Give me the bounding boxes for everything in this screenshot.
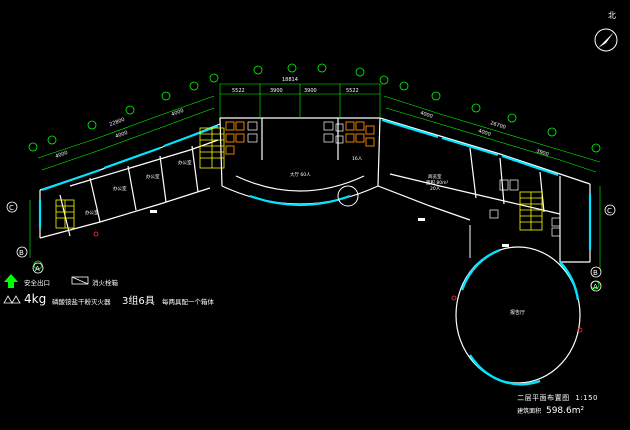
dim-top-seg-1: 5522 xyxy=(232,88,245,94)
room-label-1: 办公室 xyxy=(85,209,99,216)
dim-top-seg-3: 3900 xyxy=(304,88,317,94)
axis-b-left: B xyxy=(19,249,24,257)
legend-extinguisher-note: 每两具配一个箱体 xyxy=(162,298,214,306)
dim-right-seg-3: 3900 xyxy=(535,148,549,158)
dim-left-seg-1: 4000 xyxy=(55,150,69,160)
room-labels: 办公室 办公室 办公室 办公室 大厅 60人 阅览室 面积 80m² 20人 1… xyxy=(85,156,449,216)
dim-left-overall: 22800 xyxy=(109,117,126,128)
axis-bubbles xyxy=(28,63,601,290)
legend-extinguisher-type: 磷酸铵盐干粉灭火器 xyxy=(52,298,111,306)
legend-extinguisher-weight: 4kg xyxy=(24,292,47,306)
room-label-4: 办公室 xyxy=(178,159,192,166)
dim-top-overall: 18814 xyxy=(282,77,298,83)
room-label-study-area: 面积 80m² xyxy=(426,179,449,186)
axis-labels: C B A C B A xyxy=(6,201,616,292)
dimension-texts: 18814 5522 3900 3900 5522 22800 4000 400… xyxy=(55,77,550,160)
dim-right-seg-2: 4000 xyxy=(477,128,491,138)
dim-right-overall: 26700 xyxy=(489,120,506,131)
hydrant-markers xyxy=(150,210,509,247)
drawing-title: 二层平面布置图 xyxy=(517,394,570,402)
exit-arrow-icon xyxy=(4,274,18,288)
dim-top-seg-4: 5522 xyxy=(346,88,359,94)
room-label-16: 16人 xyxy=(352,156,363,162)
dimension-lines xyxy=(29,83,601,270)
north-arrow-icon: 北 xyxy=(594,11,618,52)
area-label: 建筑面积 xyxy=(517,408,542,415)
room-label-study-people: 20人 xyxy=(430,186,441,192)
axis-c-right: C xyxy=(607,207,612,215)
axis-c-left: C xyxy=(9,204,14,212)
area-value: 598.6m² xyxy=(545,406,585,416)
office-furniture xyxy=(247,121,561,237)
room-label-3: 办公室 xyxy=(146,173,160,180)
legend-exit: 安全出口 xyxy=(24,279,50,287)
dim-left-seg-2: 4000 xyxy=(115,130,129,140)
extinguisher-icon xyxy=(3,295,21,304)
axis-b-right: B xyxy=(593,269,598,277)
room-label-round: 报告厅 xyxy=(510,309,525,316)
legend-extinguisher-qty: 3组6具 xyxy=(122,296,155,307)
axis-a-left: A xyxy=(35,265,40,273)
stairs xyxy=(55,127,543,231)
room-label-study: 阅览室 xyxy=(428,173,442,180)
dim-top-seg-2: 3900 xyxy=(270,88,283,94)
round-column xyxy=(337,185,359,207)
drawing-scale: 1:150 xyxy=(575,394,598,402)
drawing-area-row: 建筑面积 598.6m² xyxy=(517,406,598,416)
dim-right-seg-1: 4000 xyxy=(419,110,433,120)
title-block: 二层平面布置图 1:150 建筑面积 598.6m² xyxy=(517,393,598,416)
round-hall: 报告厅 xyxy=(455,225,581,386)
extinguisher-markers xyxy=(93,231,583,333)
desks xyxy=(225,121,375,155)
walls xyxy=(39,117,591,263)
windows xyxy=(38,118,592,250)
drawing-title-row: 二层平面布置图 1:150 xyxy=(517,393,598,403)
axis-a-right: A xyxy=(593,283,598,291)
dim-left-seg-3: 4000 xyxy=(171,108,185,118)
room-label-2: 办公室 xyxy=(113,185,127,192)
room-label-hall: 大厅 60人 xyxy=(290,171,311,178)
hydrant-icon xyxy=(71,276,89,285)
legend-hydrant: 消火栓箱 xyxy=(92,279,118,287)
north-label: 北 xyxy=(608,11,616,20)
